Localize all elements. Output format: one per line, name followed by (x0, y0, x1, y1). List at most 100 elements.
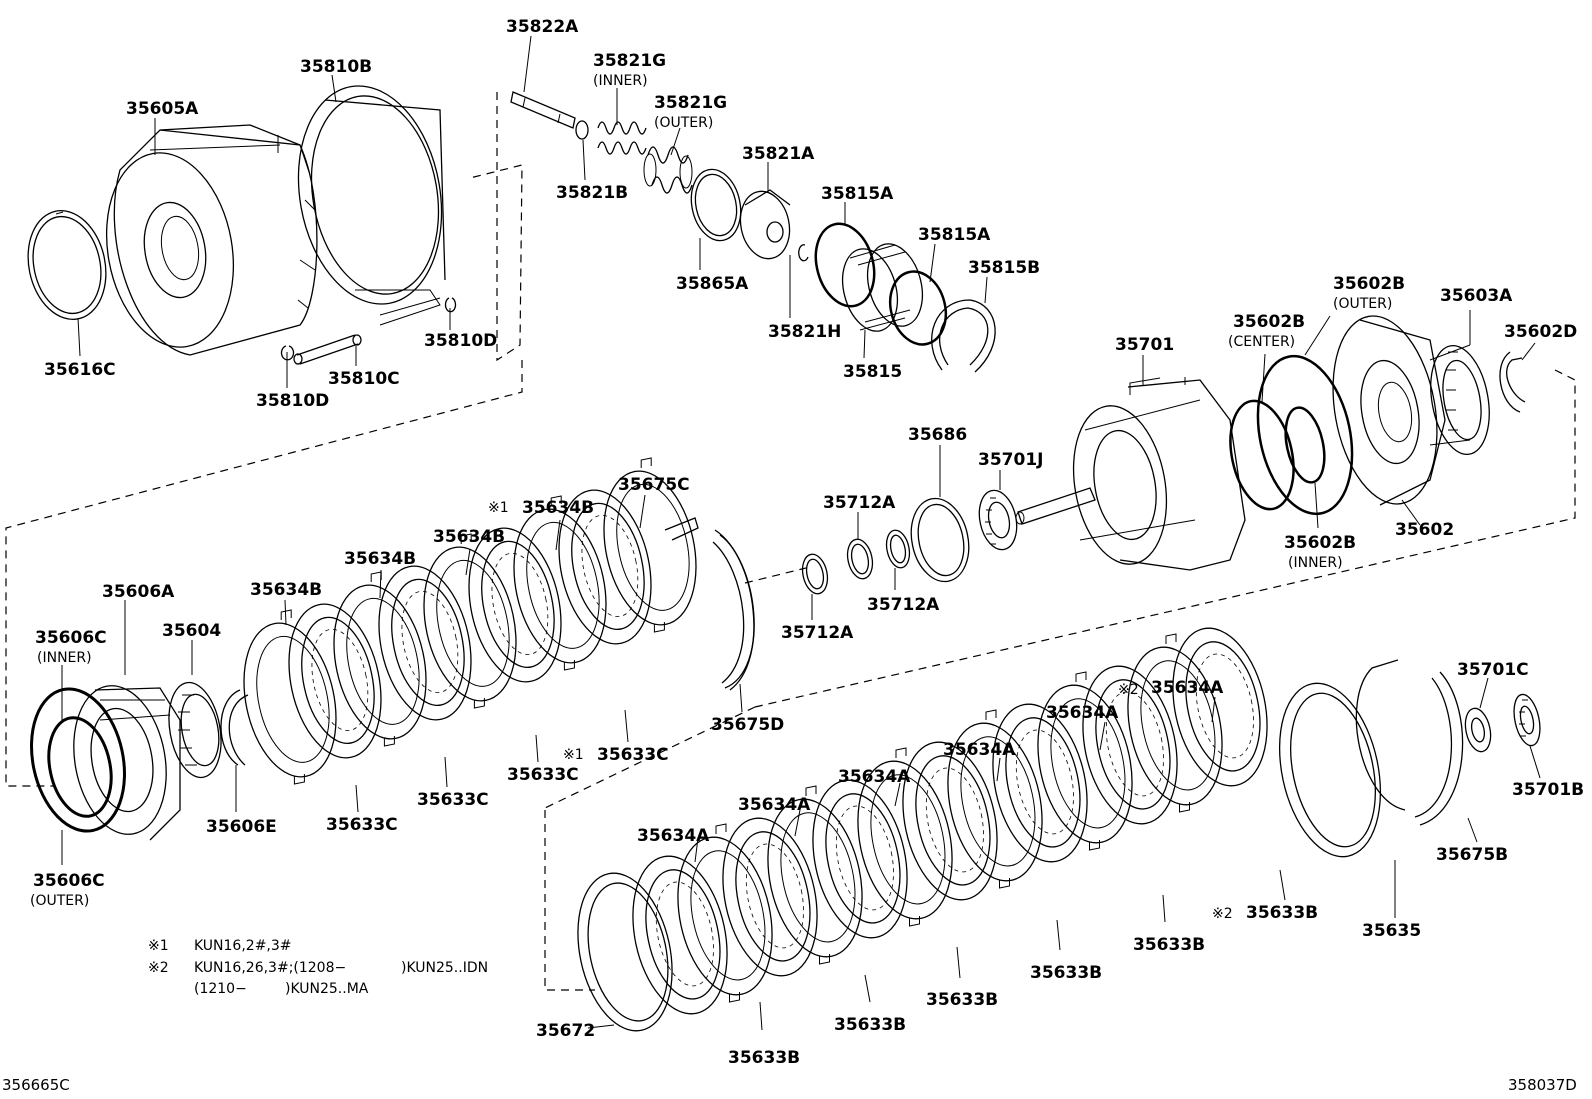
part-35603A-oneway-clutch (1429, 344, 1490, 456)
note-2-text-1: KUN16,26,3#;(1208− (194, 960, 346, 976)
label-center: (CENTER) (1228, 334, 1295, 350)
part-35602D-snapring (1499, 351, 1526, 413)
part-35672-plate (577, 872, 673, 1032)
label-35634B-2: 35634B (433, 527, 505, 547)
part-35635-plate (1278, 682, 1382, 858)
part-35701-gearset (1015, 377, 1246, 571)
part-35686-ring (910, 497, 970, 583)
label-35634A-4: 35634A (838, 767, 911, 787)
label-35634B-4: 35634B (250, 580, 322, 600)
label-35821H: 35821H (768, 322, 841, 342)
clutch-plate-lower-13 (1172, 627, 1268, 787)
code-bottom-right: 358037D (1508, 1076, 1577, 1094)
clutch-plate-upper-3 (333, 571, 427, 747)
label-35633B-2: 35633B (1133, 935, 1205, 955)
label-35701C: 35701C (1457, 660, 1529, 680)
label-outer-b: (OUTER) (1333, 296, 1392, 312)
corner-codes: 356665C 358037D (2, 1076, 1577, 1094)
label-outer-c: (OUTER) (30, 893, 89, 909)
label-35712A-3: 35712A (867, 595, 940, 615)
label-35675D: 35675D (711, 715, 784, 735)
label-35633B-1: 35633B (1246, 903, 1318, 923)
label-35675C: 35675C (618, 475, 690, 495)
clutch-plate-lower-10 (1037, 671, 1133, 851)
part-35815-piston (841, 243, 924, 332)
label-35815B: 35815B (968, 258, 1040, 278)
mark-2-b: ※2 (1212, 906, 1233, 922)
label-35821A: 35821A (742, 144, 815, 164)
label-35686: 35686 (908, 425, 967, 445)
clutch-plate-lower-4 (767, 785, 863, 965)
part-35815A-oring-2 (888, 270, 948, 346)
mark-1-b: ※1 (563, 747, 584, 763)
label-35606A: 35606A (102, 582, 175, 602)
part-35712A-washer-3 (885, 529, 911, 569)
label-35810D-1: 35810D (424, 331, 497, 351)
part-35701B-bearing (1513, 693, 1541, 747)
part-35606A-piston (73, 685, 181, 841)
clutch-plate-upper-4 (378, 565, 472, 721)
label-35822A: 35822A (506, 17, 579, 37)
mark-1-a: ※1 (488, 500, 509, 516)
clutch-plate-upper-8 (558, 489, 652, 645)
part-35602B-center-ring (1229, 399, 1295, 511)
label-35634A-6: 35634A (637, 826, 710, 846)
label-35672: 35672 (536, 1021, 595, 1041)
label-outer-a: (OUTER) (654, 115, 713, 131)
part-35675C-snapring (664, 517, 755, 691)
label-35634B-1: 35634B (522, 498, 594, 518)
clutch-plate-upper-5 (423, 533, 517, 709)
clutch-plate-upper-6 (468, 527, 562, 683)
label-35821G-outer: 35821G (654, 93, 727, 113)
part-35821A-piston (739, 189, 791, 260)
label-35616C: 35616C (44, 360, 116, 380)
part-35602B-outer-ring (1256, 354, 1354, 516)
part-35821G-inner-spring (597, 121, 647, 155)
part-35604-spring-assy (168, 681, 222, 779)
label-35602: 35602 (1395, 520, 1454, 540)
label-35634A-2: 35634A (1046, 703, 1119, 723)
label-35634A-1: 35634A (1151, 678, 1224, 698)
part-35701C-race (1464, 707, 1492, 753)
label-35633C-1: 35633C (326, 815, 398, 835)
part-35821B-washer (575, 120, 589, 140)
label-35633B-5: 35633B (834, 1015, 906, 1035)
clutch-pack-upper (243, 457, 697, 785)
label-35633B-3: 35633B (1030, 963, 1102, 983)
label-35602B-outer: 35602B (1333, 274, 1405, 294)
part-35821H-clip (798, 244, 809, 262)
note-2-text-1b: )KUN25..IDN (401, 960, 488, 976)
part-35675B-snapring (1355, 659, 1464, 826)
leader-lines (61, 35, 1541, 1031)
part-35810B-band (297, 85, 446, 326)
label-35605A: 35605A (126, 99, 199, 119)
label-35712A-1: 35712A (823, 493, 896, 513)
clutch-plate-lower-9 (992, 703, 1088, 863)
clutch-plate-lower-2 (677, 823, 773, 1003)
part-35675D-snapring (714, 529, 755, 689)
label-35633C-4: 35633C (597, 745, 669, 765)
note-2-mark: ※2 (148, 960, 169, 976)
label-inner-b: (INNER) (1288, 555, 1343, 571)
label-35865A: 35865A (676, 274, 749, 294)
part-35810C-pin (293, 334, 362, 365)
label-35603A: 35603A (1440, 286, 1513, 306)
clutch-pack-lower (632, 627, 1268, 1015)
label-35633B-6: 35633B (728, 1048, 800, 1068)
label-inner-a: (INNER) (593, 73, 648, 89)
part-35815A-oring-1 (814, 222, 876, 308)
label-35815A-1: 35815A (821, 184, 894, 204)
note-1-text: KUN16,2#,3# (194, 938, 292, 954)
boundary-lines (5, 92, 1576, 991)
label-35606E: 35606E (206, 817, 277, 837)
footnotes: ※1 KUN16,2#,3# ※2 KUN16,26,3#;(1208− )KU… (148, 938, 488, 997)
label-35810B: 35810B (300, 57, 372, 77)
label-inner-c: (INNER) (37, 650, 92, 666)
part-35821G-outer-spring (643, 146, 693, 194)
label-35604: 35604 (162, 621, 221, 641)
clutch-plate-upper-9 (603, 457, 697, 633)
clutch-plate-lower-8 (947, 709, 1043, 889)
part-35815B-snapring (931, 299, 996, 373)
label-35606C-inner: 35606C (35, 628, 107, 648)
label-35633C-3: 35633C (507, 765, 579, 785)
